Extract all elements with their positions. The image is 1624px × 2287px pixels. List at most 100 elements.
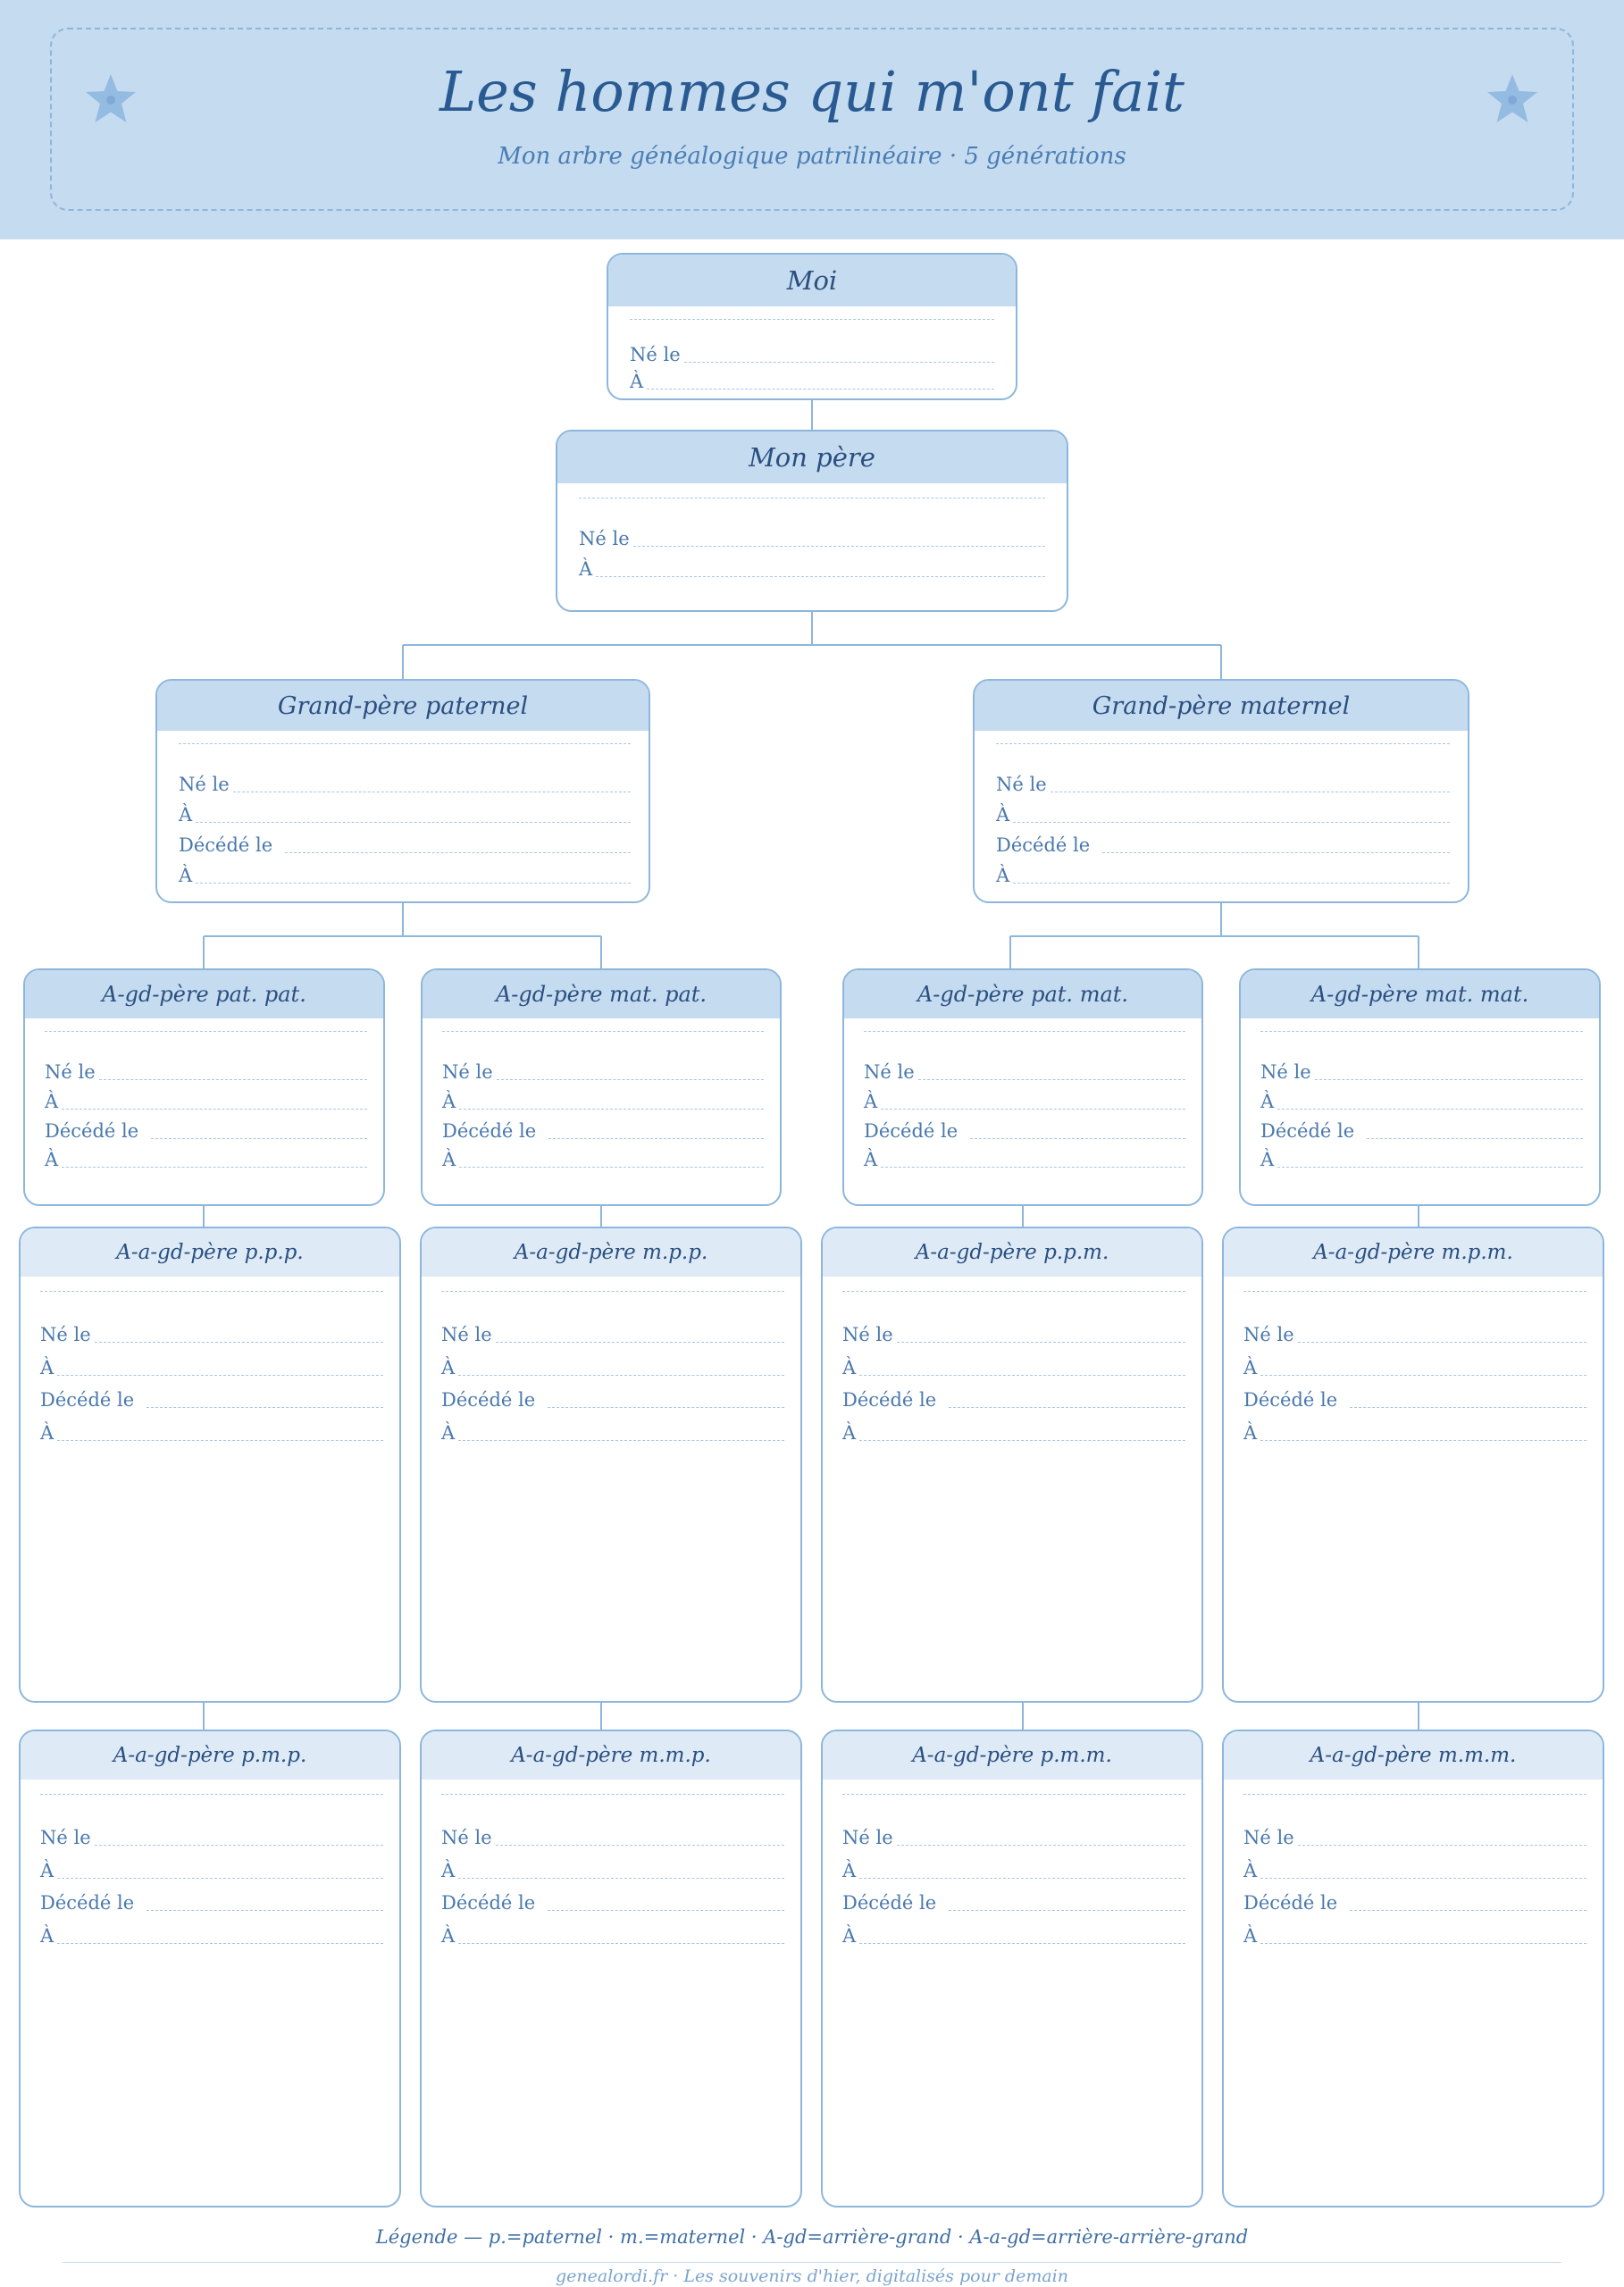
born-label: Né le xyxy=(40,1827,91,1848)
born-label: Né le xyxy=(630,344,681,365)
birth-date-line[interactable] xyxy=(683,362,994,363)
death-date-line[interactable] xyxy=(285,852,631,853)
birth-date-line[interactable] xyxy=(495,1845,784,1846)
death-date-line[interactable] xyxy=(1350,1407,1586,1408)
birth-place-line[interactable] xyxy=(459,1109,764,1110)
death-place-line[interactable] xyxy=(458,1943,784,1944)
name-line[interactable] xyxy=(630,319,994,320)
birth-place-line[interactable] xyxy=(859,1878,1185,1879)
card-great-great-grandfather: A-a-gd-père m.p.m. Né le À Décédé le À xyxy=(1222,1227,1604,1703)
name-line[interactable] xyxy=(40,1794,383,1795)
name-line[interactable] xyxy=(40,1291,383,1292)
death-place-line[interactable] xyxy=(1277,1167,1583,1168)
name-line[interactable] xyxy=(179,743,631,744)
birth-place-line[interactable] xyxy=(196,822,631,823)
death-date-line[interactable] xyxy=(1350,1910,1586,1911)
card-title: A-a-gd-père p.p.p. xyxy=(21,1228,399,1277)
birth-place-line[interactable] xyxy=(57,1375,383,1376)
birth-place-line[interactable] xyxy=(1260,1878,1586,1879)
name-line[interactable] xyxy=(442,1031,764,1032)
name-line[interactable] xyxy=(842,1794,1185,1795)
birth-place-line[interactable] xyxy=(1277,1109,1583,1110)
birth-place-line[interactable] xyxy=(596,576,1045,577)
name-line[interactable] xyxy=(996,743,1450,744)
name-line[interactable] xyxy=(441,1291,784,1292)
card-self: Moi Né le À xyxy=(607,253,1017,400)
name-line[interactable] xyxy=(1243,1794,1586,1795)
birth-date-line[interactable] xyxy=(632,546,1045,547)
birth-date-line[interactable] xyxy=(94,1342,383,1343)
born-label: Né le xyxy=(179,774,230,795)
card-great-great-grandfather: A-a-gd-père p.p.m. Né le À Décédé le À xyxy=(821,1227,1203,1703)
death-place-line[interactable] xyxy=(57,1440,383,1441)
card-grandfather-maternal: Grand-père maternel Né le À Décédé le À xyxy=(973,679,1469,903)
death-place-line[interactable] xyxy=(881,1167,1185,1168)
death-place-line[interactable] xyxy=(62,1167,367,1168)
died-label: Décédé le xyxy=(864,1120,958,1142)
born-label: Né le xyxy=(1243,1324,1294,1345)
death-place-line[interactable] xyxy=(1260,1943,1586,1944)
birth-place-line[interactable] xyxy=(1260,1375,1586,1376)
birth-place-line[interactable] xyxy=(57,1878,383,1879)
death-place-line[interactable] xyxy=(1260,1440,1586,1441)
death-place-line[interactable] xyxy=(1013,883,1450,884)
born-label: Né le xyxy=(842,1324,893,1345)
name-line[interactable] xyxy=(864,1031,1185,1032)
born-label: Né le xyxy=(1260,1061,1311,1083)
death-place-line[interactable] xyxy=(859,1440,1185,1441)
death-place-line[interactable] xyxy=(458,1440,784,1441)
header-frame xyxy=(50,28,1574,211)
death-date-line[interactable] xyxy=(548,1138,764,1139)
death-date-line[interactable] xyxy=(970,1138,1185,1139)
card-title: A-gd-père pat. mat. xyxy=(844,970,1201,1018)
place-label: À xyxy=(842,1422,857,1444)
card-title: A-a-gd-père m.m.m. xyxy=(1224,1731,1603,1780)
birth-place-line[interactable] xyxy=(859,1375,1185,1376)
birth-date-line[interactable] xyxy=(896,1342,1185,1343)
name-line[interactable] xyxy=(441,1794,784,1795)
card-title: A-gd-père pat. pat. xyxy=(25,970,383,1018)
death-date-line[interactable] xyxy=(949,1910,1185,1911)
died-label: Décédé le xyxy=(996,834,1091,856)
death-date-line[interactable] xyxy=(146,1910,383,1911)
place-label: À xyxy=(40,1357,54,1378)
birth-place-line[interactable] xyxy=(458,1878,784,1879)
death-date-line[interactable] xyxy=(548,1407,784,1408)
birth-date-line[interactable] xyxy=(98,1079,367,1080)
death-date-line[interactable] xyxy=(1367,1138,1583,1139)
birth-date-line[interactable] xyxy=(94,1845,383,1846)
name-line[interactable] xyxy=(1243,1291,1586,1292)
death-date-line[interactable] xyxy=(151,1138,367,1139)
born-label: Né le xyxy=(40,1324,91,1345)
birth-date-line[interactable] xyxy=(1314,1079,1583,1080)
death-place-line[interactable] xyxy=(859,1943,1185,1944)
birth-date-line[interactable] xyxy=(1297,1845,1586,1846)
birth-place-line[interactable] xyxy=(881,1109,1185,1110)
died-label: Décédé le xyxy=(842,1389,937,1411)
name-line[interactable] xyxy=(842,1291,1185,1292)
birth-date-line[interactable] xyxy=(495,1342,784,1343)
birth-date-line[interactable] xyxy=(917,1079,1185,1080)
place-label: À xyxy=(864,1091,878,1112)
card-great-grandfather: A-gd-père mat. pat. Né le À Décédé le À xyxy=(421,968,782,1206)
death-date-line[interactable] xyxy=(1102,852,1450,853)
card-great-grandfather: A-gd-père mat. mat. Né le À Décédé le À xyxy=(1239,968,1601,1206)
birth-date-line[interactable] xyxy=(1297,1342,1586,1343)
death-place-line[interactable] xyxy=(459,1167,764,1168)
death-date-line[interactable] xyxy=(949,1407,1185,1408)
birth-date-line[interactable] xyxy=(496,1079,764,1080)
birth-place-line[interactable] xyxy=(62,1109,367,1110)
birth-place-line[interactable] xyxy=(1013,822,1450,823)
death-place-line[interactable] xyxy=(57,1943,383,1944)
name-line[interactable] xyxy=(1260,1031,1583,1032)
death-date-line[interactable] xyxy=(548,1910,784,1911)
death-place-line[interactable] xyxy=(196,883,631,884)
name-line[interactable] xyxy=(45,1031,367,1032)
birth-place-line[interactable] xyxy=(458,1375,784,1376)
place-label: À xyxy=(1243,1422,1258,1444)
birth-date-line[interactable] xyxy=(896,1845,1185,1846)
card-great-great-grandfather: A-a-gd-père m.m.p. Né le À Décédé le À xyxy=(420,1730,802,2207)
birth-place-line[interactable] xyxy=(647,389,994,390)
death-date-line[interactable] xyxy=(146,1407,383,1408)
place-label: À xyxy=(842,1925,857,1947)
